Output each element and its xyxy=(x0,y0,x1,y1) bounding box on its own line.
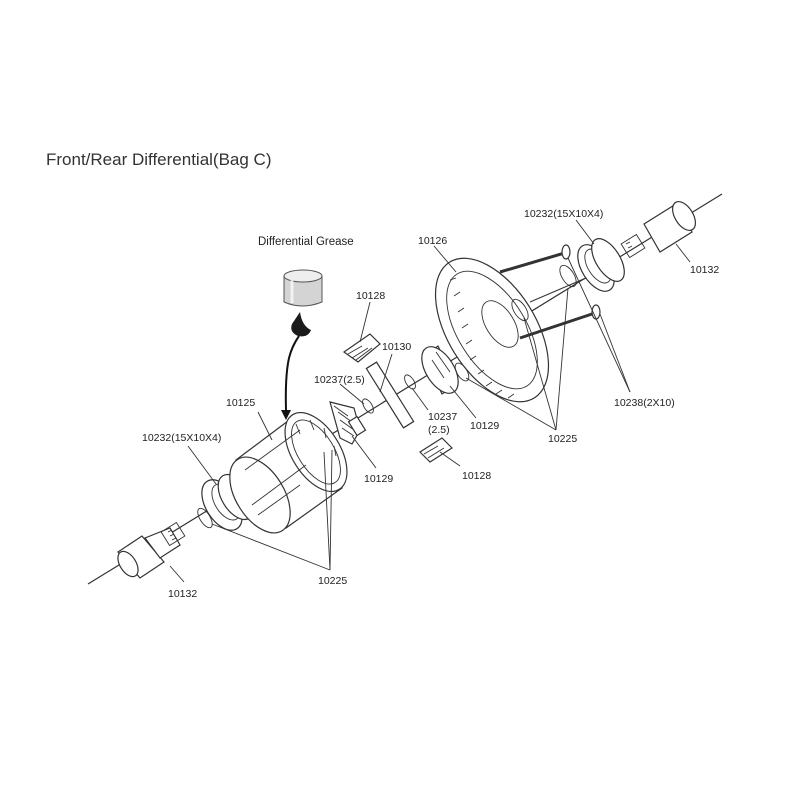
screw-upper xyxy=(499,244,571,274)
screw-guide-line xyxy=(529,277,587,303)
label-10238: 10238(2X10) xyxy=(614,397,675,409)
grease-arrow-icon xyxy=(284,335,300,412)
label-10125: 10125 xyxy=(226,397,255,409)
cross-pin xyxy=(365,361,415,429)
bearing-right xyxy=(577,238,625,292)
label-10232-right: 10232(15X10X4) xyxy=(524,208,603,220)
label-10237-right-size: (2.5) xyxy=(428,424,450,436)
label-10126: 10126 xyxy=(418,235,447,247)
outdrive-cup-right xyxy=(620,201,697,259)
label-10225-right: 10225 xyxy=(548,433,577,445)
differential-case xyxy=(229,411,348,534)
grease-jar-icon xyxy=(283,269,323,307)
label-10128-top: 10128 xyxy=(356,290,385,302)
bevel-gear-left xyxy=(329,401,367,445)
grease-label: Differential Grease xyxy=(258,236,354,248)
o-ring-left-outer xyxy=(197,507,213,529)
label-10129-right: 10129 xyxy=(470,420,499,432)
label-10225-bottom: 10225 xyxy=(318,575,347,587)
outdrive-cup-left xyxy=(117,521,186,579)
label-10128-bottom: 10128 xyxy=(462,470,491,482)
spider-gear-top xyxy=(342,333,381,363)
grease-drop-icon xyxy=(291,312,311,337)
label-10237-left: 10237(2.5) xyxy=(314,374,365,386)
o-ring-right-c xyxy=(559,264,577,288)
label-10132-left: 10132 xyxy=(168,588,197,600)
label-10130: 10130 xyxy=(382,341,411,353)
label-10132-right: 10132 xyxy=(690,264,719,276)
o-ring-right-b xyxy=(511,298,529,322)
label-10237-right: 10237 xyxy=(428,411,457,423)
arrow-head-icon xyxy=(281,410,291,420)
leader-lines xyxy=(169,219,691,583)
bevel-gear-right xyxy=(421,345,459,395)
spider-gear-bottom xyxy=(419,437,453,463)
label-10232-left: 10232(15X10X4) xyxy=(142,432,221,444)
diagram-title: Front/Rear Differential(Bag C) xyxy=(46,150,272,169)
washer-right xyxy=(404,374,416,390)
label-10129-left: 10129 xyxy=(364,473,393,485)
washer-left xyxy=(362,398,374,414)
o-ring-right-a xyxy=(454,362,470,382)
